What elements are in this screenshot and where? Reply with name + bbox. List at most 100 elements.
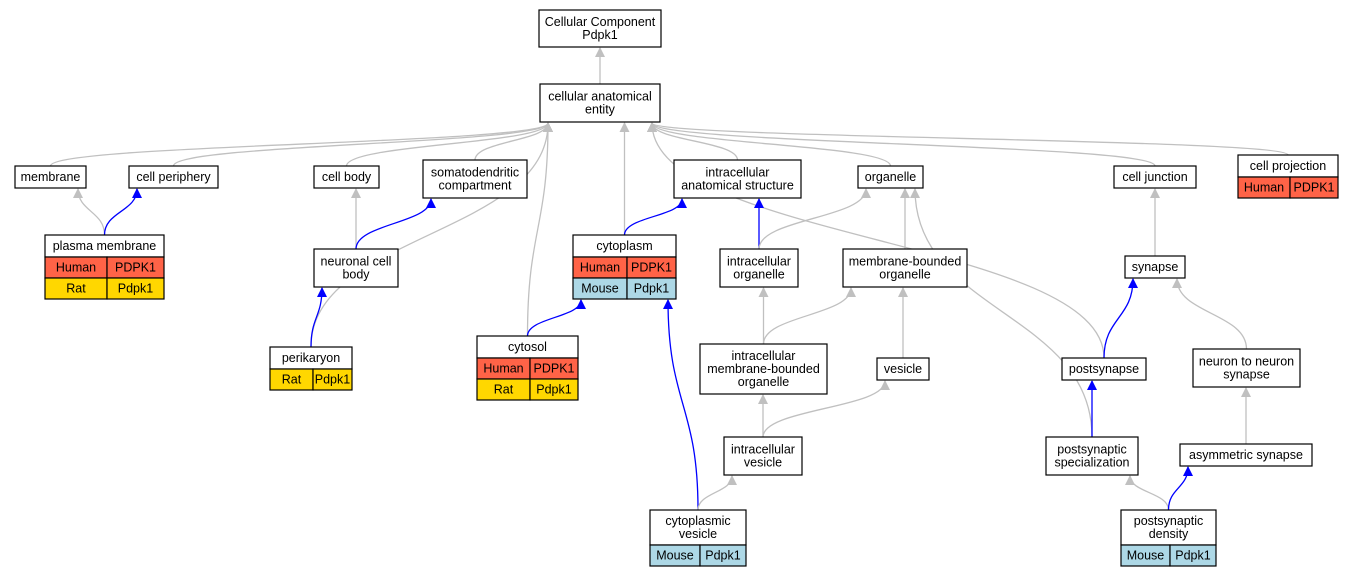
species-label: Human [483,362,523,376]
gene-cell [626,277,677,300]
gene-label: Pdpk1 [1175,549,1210,563]
node-label-line: membrane [21,170,81,184]
node-organelle[interactable]: organelle [857,165,924,189]
node-label-line: specialization [1054,456,1129,470]
edge-plasma-membrane-to-cell-periphery [103,188,142,236]
node-postsynapse[interactable]: postsynapse [1061,357,1147,381]
node-cell-junction[interactable]: cell junction [1113,165,1197,189]
edge-plasma-membrane-to-membrane [73,188,106,236]
node-box [723,436,803,476]
species-label: Human [1244,181,1284,195]
species-label: Rat [494,383,514,397]
edge-cytosol-to-cae [526,122,553,337]
gene-label: Pdpk1 [634,282,669,296]
gene-label: Pdpk1 [705,549,740,563]
gene-label: PDPK1 [115,261,156,275]
node-box [1179,443,1313,467]
node-box [719,248,799,288]
node-label-line: postsynaptic [1057,443,1126,457]
node-label-line: cytoplasmic [665,514,730,528]
edge-cytosol-to-cytoplasm [526,299,586,337]
edge-intracellular-organelle-to-organelle [758,188,871,250]
node-box [422,159,528,199]
node-cell-periphery[interactable]: cell periphery [128,165,219,189]
species-label: Human [56,261,96,275]
node-box [313,165,380,189]
node-asymmetric-synapse[interactable]: asymmetric synapse [1179,443,1313,467]
gene-label: Pdpk1 [536,383,571,397]
species-row-human: Human PDPK1 [1237,176,1339,199]
edge-intracellular-vesicle-to-vesicle [762,380,890,438]
node-box [673,159,802,199]
node-membrane[interactable]: membrane [14,165,87,189]
edge-cell-projection-to-cae [647,122,1289,156]
node-label-line: vesicle [679,527,717,541]
edge-perikaryon-to-cae [310,122,553,348]
node-label-line: vesicle [744,456,782,470]
gene-cell [1169,544,1217,567]
node-box [538,9,662,48]
node-label-line: anatomical structure [681,179,794,193]
gene-cell [106,277,165,300]
node-label-line: postsynapse [1069,362,1139,376]
node-label-line: plasma membrane [53,239,157,253]
edge-postsynapse-to-synapse [1103,278,1138,359]
node-label-line: postsynaptic [1134,514,1203,528]
species-label: Mouse [1127,549,1165,563]
edge-membrane-to-cae [49,122,553,167]
node-cell-body[interactable]: cell body [313,165,380,189]
gene-label: PDPK1 [631,261,672,275]
node-box [539,83,661,123]
species-row-mouse: Mouse Pdpk1 [1120,544,1217,567]
edge-postsynaptic-density-to-postsynaptic-spec [1125,475,1170,511]
gene-label: PDPK1 [1294,181,1335,195]
gene-label: Pdpk1 [315,373,350,387]
node-box [1124,255,1186,279]
node-label-line: membrane-bounded [849,255,962,269]
edge-cell-junction-to-cae [647,122,1156,167]
edge-cell-periphery-to-cae [172,122,553,167]
node-label-line: cell junction [1122,170,1187,184]
node-label-line: intracellular [706,166,770,180]
node-box [14,165,87,189]
node-label-line: vesicle [884,362,922,376]
node-label-line: organelle [738,375,789,389]
species-label: Rat [66,282,86,296]
node-label-line: perikaryon [282,351,340,365]
node-synapse[interactable]: synapse [1124,255,1186,279]
node-label-line: compartment [439,179,512,193]
edge-perikaryon-to-neuronal-cell-body [310,287,327,348]
edge-neuronal-cell-body-to-somatodendritic [355,198,436,250]
node-vesicle[interactable]: vesicle [876,357,930,381]
edge-cytoplasmic-vesicle-to-intracellular-vesicle [697,475,737,511]
node-label-line: body [342,268,370,282]
edge-n2n-synapse-to-synapse [1172,278,1248,350]
node-label-line: cell body [322,170,372,184]
node-label-line: intracellular [732,349,796,363]
gene-cell [312,368,353,391]
